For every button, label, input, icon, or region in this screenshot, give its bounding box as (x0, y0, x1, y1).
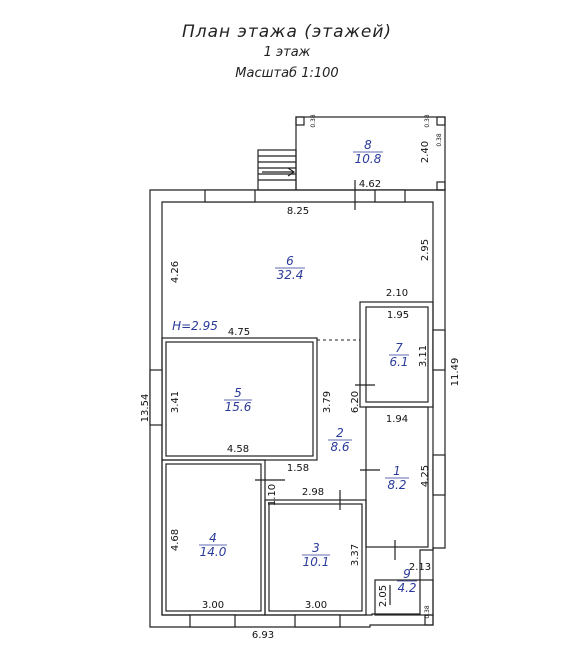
room-5-number: 5 (234, 386, 242, 400)
dim-2-98: 2.98 (302, 487, 324, 498)
room-8-number: 8 (364, 138, 372, 152)
room-9-area: 4.2 (397, 581, 416, 595)
terrace-post (295, 116, 305, 126)
dim-1-95: 1.95 (387, 310, 409, 321)
dim-4-75: 4.75 (228, 327, 250, 338)
dim-1-94: 1.94 (386, 414, 408, 425)
room-5-area: 15.6 (225, 400, 252, 414)
dim-8-25: 8.25 (287, 206, 309, 217)
dim-3-79: 3.79 (322, 391, 333, 413)
room-6-area: 32.4 (277, 268, 304, 282)
room-1-wall (365, 406, 429, 548)
room-5-wall-inner (165, 341, 314, 457)
room-7-area: 6.1 (389, 355, 408, 369)
dim-2-10: 2.10 (386, 288, 408, 299)
dim-6-93: 6.93 (252, 630, 274, 641)
dim-4-58: 4.58 (227, 444, 249, 455)
room-7-number: 7 (395, 341, 403, 355)
dim-13-54: 13.54 (140, 394, 151, 423)
dim-3-37: 3.37 (350, 544, 361, 566)
room-7-wall-inner (365, 306, 429, 403)
terrace-post (436, 116, 446, 126)
window (204, 189, 256, 203)
dim-4-68: 4.68 (170, 529, 181, 551)
dim-11-49: 11.49 (450, 358, 461, 387)
window (149, 369, 163, 426)
window (432, 454, 446, 496)
dim-6-20: 6.20 (350, 391, 361, 413)
window (432, 329, 446, 371)
stairs (257, 149, 297, 191)
window (294, 614, 341, 628)
dim-4-26: 4.26 (170, 261, 181, 283)
dim-1-58: 1.58 (287, 463, 309, 474)
window (189, 614, 236, 628)
room-1-area: 8.2 (387, 478, 406, 492)
room-4-number: 4 (209, 531, 217, 545)
dim-4-62: 4.62 (359, 179, 381, 190)
room-9-number: 9 (403, 567, 411, 581)
dim-1-10: 1.10 (267, 484, 278, 506)
dim-0-38-d: 0.38 (424, 605, 431, 619)
plan-title: План этажа (этажей) (181, 22, 393, 42)
dim-2-40: 2.40 (420, 141, 431, 163)
dim-2-05: 2.05 (378, 585, 389, 607)
room-3-area: 10.1 (303, 555, 330, 569)
dim-2-95: 2.95 (420, 239, 431, 261)
dim-4-25: 4.25 (420, 465, 431, 487)
room-2-number: 2 (336, 426, 344, 440)
room-8-area: 10.8 (355, 152, 382, 166)
floor-label: 1 этаж (263, 45, 311, 60)
dim-2-13: 2.13 (409, 562, 431, 573)
dim-3-11: 3.11 (418, 345, 429, 367)
dim-0-38-c: 0.38 (436, 133, 443, 147)
room-9-wall (374, 579, 434, 616)
dim-3-00-right: 3.00 (305, 600, 327, 611)
window (374, 189, 406, 203)
room-4-wall-inner (165, 463, 262, 612)
room-3-wall-inner (268, 503, 363, 612)
dim-3-00-left: 3.00 (202, 600, 224, 611)
terrace-post (436, 181, 446, 191)
outer-wall (149, 189, 446, 628)
room-4-area: 14.0 (200, 545, 227, 559)
ceiling-height: H=2.95 (172, 319, 218, 333)
dim-0-38-b: 0.38 (424, 114, 431, 128)
room-3-number: 3 (312, 541, 320, 555)
column (424, 614, 434, 626)
dim-0-38-a: 0.38 (310, 114, 317, 128)
room-1-number: 1 (393, 464, 401, 478)
dim-3-41: 3.41 (170, 391, 181, 413)
scale-label: Масштаб 1:100 (235, 66, 339, 81)
room-2-area: 8.6 (330, 440, 349, 454)
room-6-number: 6 (286, 254, 294, 268)
